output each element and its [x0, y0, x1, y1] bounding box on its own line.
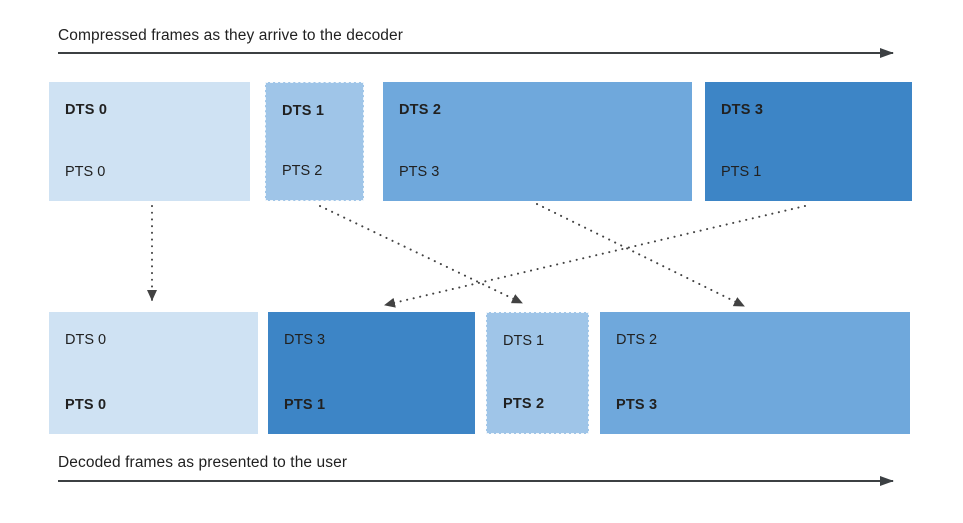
frame-top-dts1: DTS 1 PTS 2 — [265, 82, 364, 201]
frame-top-dts2: DTS 2 PTS 3 — [383, 82, 692, 201]
dts-label: DTS 2 — [399, 102, 442, 118]
decoded-axis-label: Decoded frames as presented to the user — [58, 454, 348, 471]
arrow-dts1-to-pts2 — [319, 205, 523, 304]
arrow-dts2-to-pts3 — [536, 203, 745, 307]
frame-bottom-pts2: DTS 1 PTS 2 — [486, 312, 589, 434]
pts-label: PTS 3 — [616, 397, 658, 413]
frame-top-dts0: DTS 0 PTS 0 — [49, 82, 250, 201]
pts-label: PTS 3 — [399, 164, 440, 180]
dts-label: DTS 1 — [503, 333, 545, 349]
dts-label: DTS 2 — [616, 332, 658, 348]
pts-label: PTS 2 — [282, 163, 323, 179]
pts-label: PTS 1 — [721, 164, 762, 180]
pts-label: PTS 2 — [503, 396, 545, 412]
frame-top-dts3: DTS 3 PTS 1 — [705, 82, 912, 201]
frame-bottom-pts1: DTS 3 PTS 1 — [268, 312, 475, 434]
arrow-dts3-to-pts1 — [384, 205, 806, 308]
pts-label: PTS 0 — [65, 164, 106, 180]
pts-label: PTS 0 — [65, 397, 107, 413]
dts-label: DTS 3 — [284, 332, 326, 348]
dts-label: DTS 3 — [721, 102, 764, 118]
frame-bottom-pts0: DTS 0 PTS 0 — [49, 312, 258, 434]
compressed-axis-label: Compressed frames as they arrive to the … — [58, 27, 403, 44]
frame-bottom-pts3: DTS 2 PTS 3 — [600, 312, 910, 434]
pts-label: PTS 1 — [284, 397, 326, 413]
dts-label: DTS 0 — [65, 102, 108, 118]
dts-label: DTS 0 — [65, 332, 107, 348]
dts-label: DTS 1 — [282, 103, 325, 119]
